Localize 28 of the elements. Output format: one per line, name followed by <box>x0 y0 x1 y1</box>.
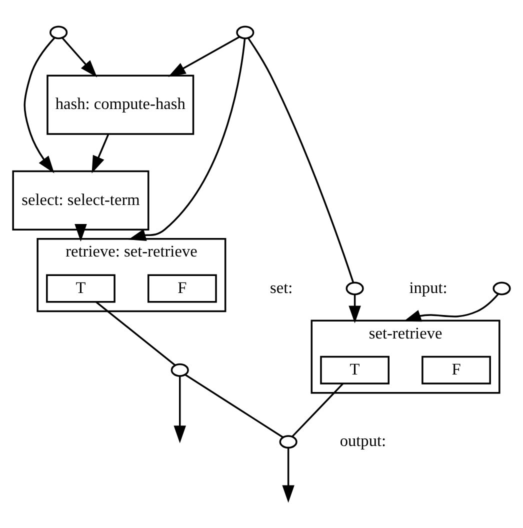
node-label: output: <box>340 431 386 450</box>
arrow <box>92 134 110 174</box>
connector <box>96 301 176 366</box>
arrow <box>24 37 56 174</box>
node-box: T <box>46 274 116 303</box>
node-circle <box>50 26 68 40</box>
node-circle <box>492 282 511 296</box>
connector <box>247 37 354 283</box>
arrow <box>128 38 246 241</box>
node-label: input: <box>409 278 448 297</box>
node-box: hash: compute-hash <box>46 74 194 135</box>
arrow <box>348 294 361 324</box>
node-circle <box>236 26 254 40</box>
arrow <box>74 224 87 242</box>
node-circle <box>170 363 189 377</box>
node-label: set: <box>270 278 293 297</box>
connector <box>184 374 284 438</box>
arrow <box>282 448 294 503</box>
arrow <box>168 36 240 77</box>
connector <box>292 383 344 438</box>
arrow <box>404 294 499 322</box>
node-box: F <box>148 274 217 303</box>
node-box: T <box>320 356 390 384</box>
node-circle <box>279 435 298 449</box>
node-box: F <box>422 356 491 384</box>
node-circle <box>346 282 364 296</box>
arrow <box>62 37 98 78</box>
arrow <box>174 376 186 444</box>
